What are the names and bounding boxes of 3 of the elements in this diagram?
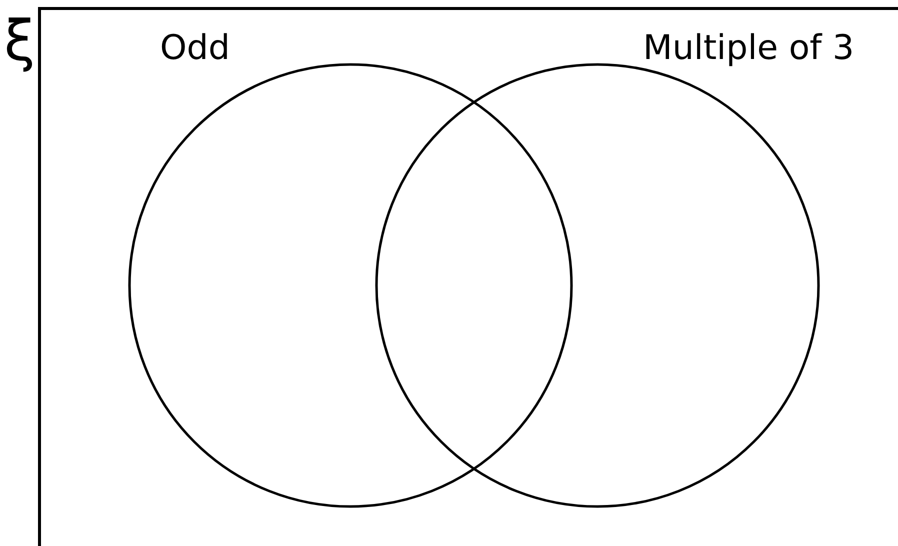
set-label: Multiple of 3: [643, 28, 854, 68]
set-label: Odd: [160, 28, 230, 68]
universal-set-symbol: ξ: [4, 12, 36, 72]
